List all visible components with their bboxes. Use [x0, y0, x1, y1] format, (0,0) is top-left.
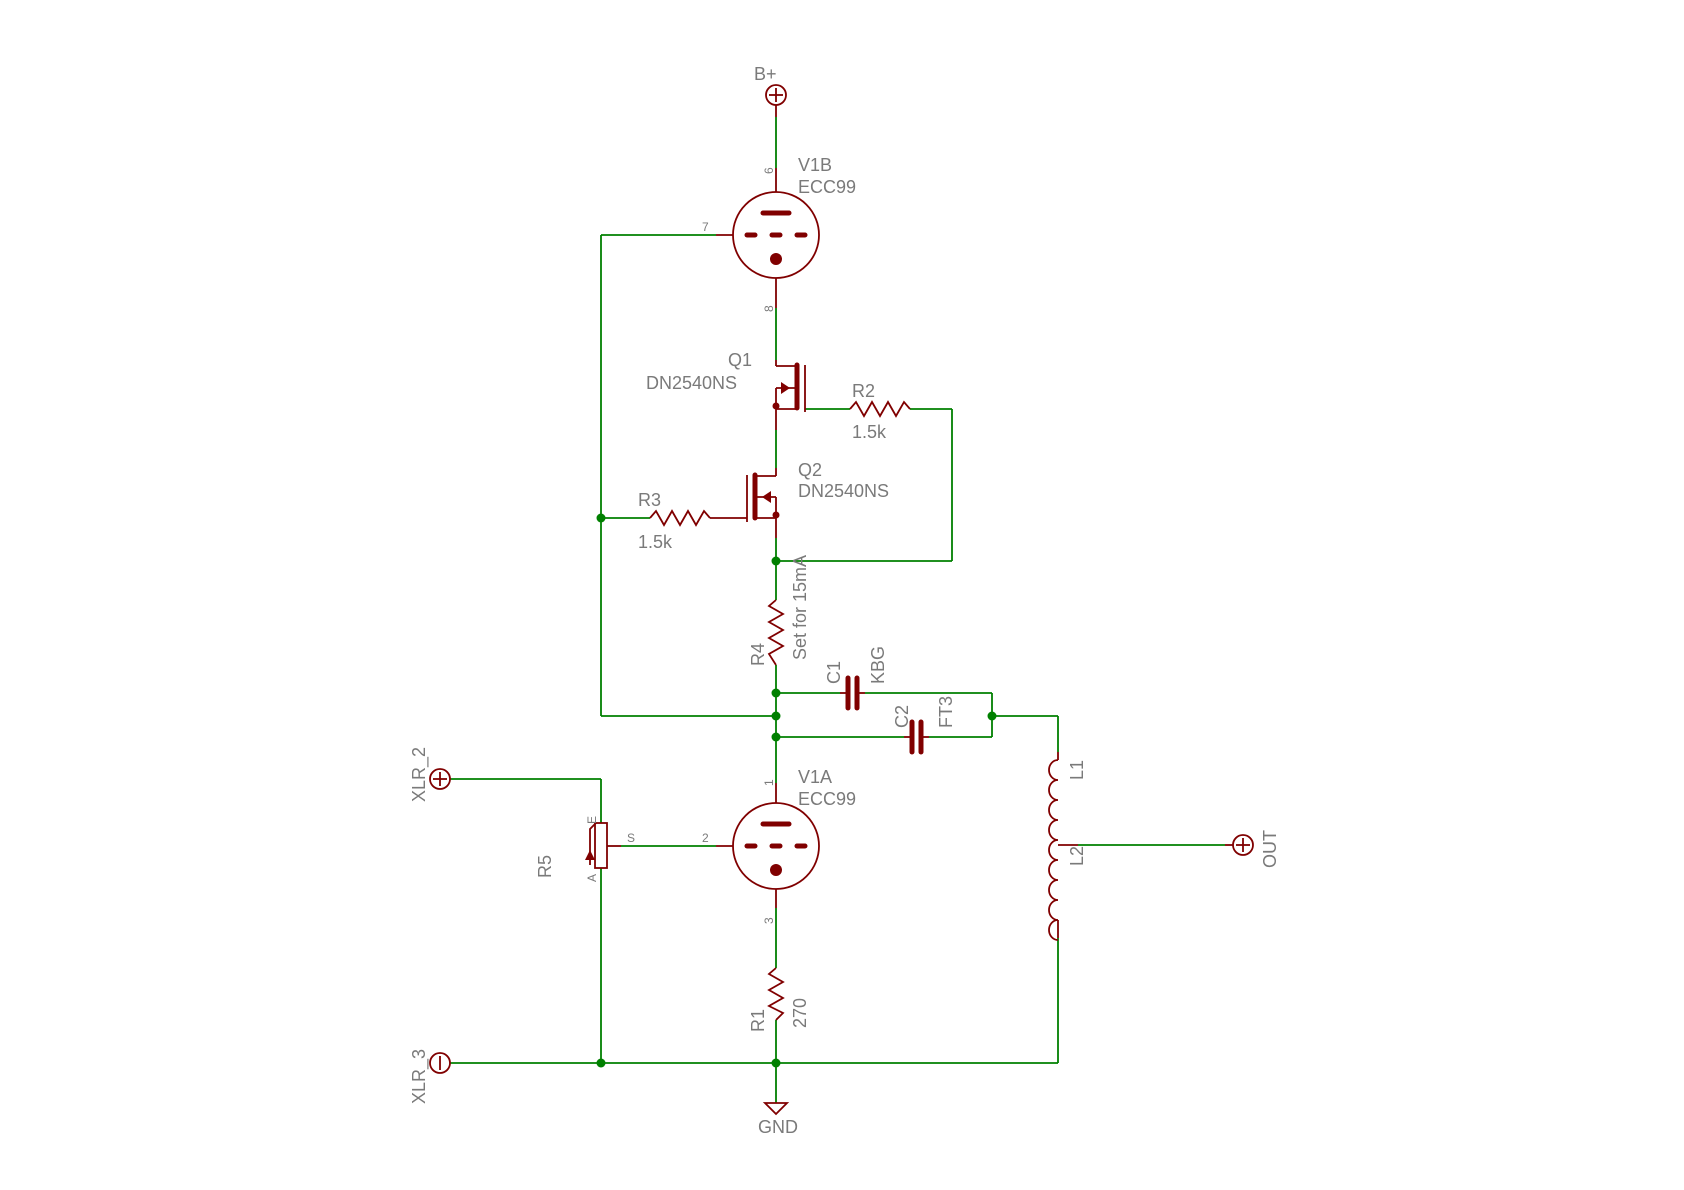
v1b-pin-anode: 6	[762, 167, 776, 174]
l1-ref: L1	[1067, 760, 1087, 780]
wires	[450, 117, 1225, 1103]
v1b-value: ECC99	[798, 177, 856, 197]
q1-value: DN2540NS	[646, 373, 737, 393]
junctions	[596, 513, 997, 1068]
v1a-ref: V1A	[798, 767, 832, 787]
ground-label: GND	[758, 1117, 798, 1137]
out-label: OUT	[1260, 830, 1280, 868]
connector-xlr3: XLR_3	[409, 1049, 451, 1104]
r5-pin-s: S	[627, 831, 635, 845]
inductors-l1-l2: L1 L2	[1048, 752, 1087, 941]
r5-ref: R5	[535, 855, 555, 878]
xlr3-label: XLR_3	[409, 1049, 430, 1104]
v1a-value: ECC99	[798, 789, 856, 809]
resistor-r2: R2 1.5k	[849, 381, 911, 442]
l2-ref: L2	[1067, 846, 1087, 866]
r1-ref: R1	[748, 1009, 768, 1032]
mosfet-q2: Q2 DN2540NS	[710, 460, 889, 538]
supply-terminal: B+	[754, 64, 787, 117]
resistor-r1: R1 270	[748, 967, 810, 1032]
tube-v1b: V1B ECC99 6 7 8	[702, 155, 856, 312]
v1a-pin-anode: 1	[762, 779, 776, 786]
q2-ref: Q2	[798, 460, 822, 480]
q2-value: DN2540NS	[798, 481, 889, 501]
c1-value: KBG	[868, 646, 888, 684]
c2-value: FT3	[936, 696, 956, 728]
c2-ref: C2	[892, 705, 912, 728]
capacitor-c2: C2 FT3	[892, 696, 956, 755]
xlr2-label: XLR_2	[409, 747, 430, 802]
v1b-pin-grid: 7	[702, 220, 709, 234]
potentiometer-r5: E A S R5	[535, 816, 635, 882]
capacitor-c1: C1 KBG	[824, 646, 888, 711]
connector-out: OUT	[1225, 830, 1280, 868]
v1a-pin-grid: 2	[702, 831, 709, 845]
r4-value: Set for 15mA	[790, 555, 810, 660]
resistor-r4: R4 Set for 15mA	[748, 555, 810, 666]
r2-value: 1.5k	[852, 422, 887, 442]
q1-ref: Q1	[728, 350, 752, 370]
mosfet-q1: Q1 DN2540NS	[646, 350, 806, 430]
resistor-r3: R3 1.5k	[638, 490, 711, 552]
c1-ref: C1	[824, 661, 844, 684]
r4-ref: R4	[748, 643, 768, 666]
v1b-pin-cathode: 8	[762, 305, 776, 312]
r5-pin-e: E	[585, 816, 599, 824]
r3-ref: R3	[638, 490, 661, 510]
r3-value: 1.5k	[638, 532, 673, 552]
ground-symbol: GND	[758, 1102, 798, 1137]
r2-ref: R2	[852, 381, 875, 401]
r1-value: 270	[790, 998, 810, 1028]
r5-pin-a: A	[585, 874, 599, 882]
connector-xlr2: XLR_2	[409, 747, 451, 802]
v1a-pin-cathode: 3	[762, 917, 776, 924]
supply-label: B+	[754, 64, 777, 84]
tube-v1a: V1A ECC99 1 2 3	[702, 767, 856, 924]
v1b-ref: V1B	[798, 155, 832, 175]
